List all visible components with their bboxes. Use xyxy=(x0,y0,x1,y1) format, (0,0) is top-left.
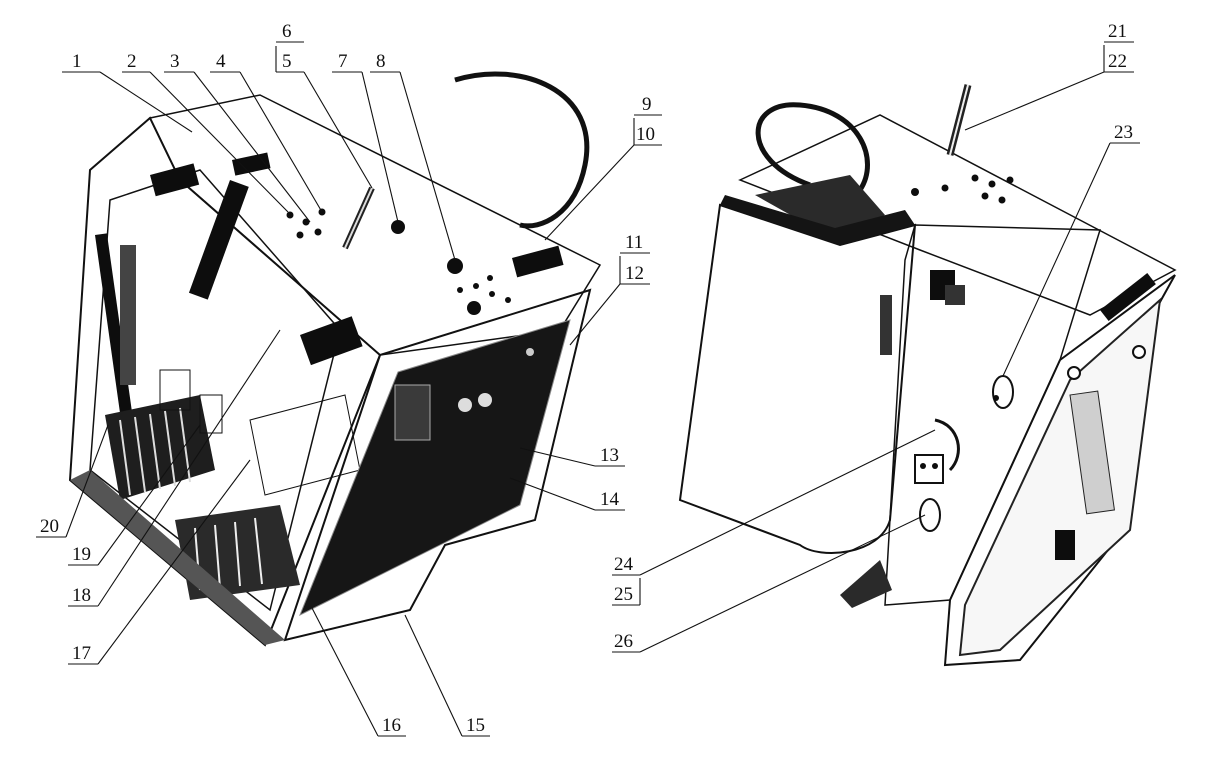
right-chassis-panel xyxy=(884,224,1102,606)
frame-bar-top xyxy=(150,163,200,197)
callout-22: 22 xyxy=(1108,51,1127,72)
callout-11: 11 xyxy=(625,232,643,253)
component-cylinder-a xyxy=(159,369,191,411)
port-24 xyxy=(934,418,960,472)
frame-bar-mid xyxy=(188,179,249,300)
front-led xyxy=(526,348,534,356)
heatsink-block xyxy=(105,395,215,500)
callout-2: 2 xyxy=(127,51,137,72)
port-26 xyxy=(919,498,941,532)
component-cylinder-b xyxy=(199,394,223,434)
callout-1: 1 xyxy=(72,51,82,72)
callout-19: 19 xyxy=(72,544,91,565)
callout-21: 21 xyxy=(1108,21,1127,42)
callout-6: 6 xyxy=(282,21,292,42)
callout-26: 26 xyxy=(614,631,633,652)
deck-terminal-9 xyxy=(512,245,564,278)
callout-10: 10 xyxy=(636,124,655,145)
callout-17: 17 xyxy=(72,643,91,664)
deck-knob-7 xyxy=(391,220,405,234)
door-screw-b xyxy=(1132,345,1146,359)
callout-9: 9 xyxy=(642,94,652,115)
door-screw-a xyxy=(1067,366,1081,380)
loose-bracket xyxy=(840,560,892,608)
right-door-window xyxy=(958,297,1162,657)
deck-knob-13 xyxy=(467,301,481,315)
callout-18: 18 xyxy=(72,585,91,606)
front-panel-inner xyxy=(299,319,571,617)
callout-12: 12 xyxy=(625,263,644,284)
left-unit xyxy=(68,71,602,647)
callout-8: 8 xyxy=(376,51,386,72)
callout-labels: 1 2 3 4 5 6 7 8 9 10 11 12 13 14 15 16 1… xyxy=(40,21,1133,736)
callout-5: 5 xyxy=(282,51,292,72)
front-display-window xyxy=(394,384,431,441)
deck-pins-right xyxy=(911,174,1014,204)
chassis-block-b xyxy=(945,285,965,305)
door-bracket-top xyxy=(1100,273,1156,322)
deck-pins-left xyxy=(286,208,511,303)
callout-24: 24 xyxy=(614,554,634,575)
callout-7: 7 xyxy=(338,51,348,72)
port-23 xyxy=(992,375,1014,409)
callout-23: 23 xyxy=(1114,122,1133,143)
callout-4: 4 xyxy=(216,51,226,72)
callout-13: 13 xyxy=(600,445,619,466)
callout-20: 20 xyxy=(40,516,59,537)
right-door-frame xyxy=(943,274,1176,667)
callout-3: 3 xyxy=(170,51,180,72)
relay-block xyxy=(300,316,363,366)
leader-lines xyxy=(36,41,1140,737)
deck-knob-8 xyxy=(447,258,463,274)
terminal-strip-left xyxy=(120,245,136,385)
right-unit xyxy=(678,84,1177,667)
front-knob-a xyxy=(458,398,472,412)
callout-25: 25 xyxy=(614,584,633,605)
callout-16: 16 xyxy=(382,715,401,736)
door-terminal-strip xyxy=(1069,390,1115,515)
cylinder-housing xyxy=(678,203,917,554)
callout-15: 15 xyxy=(466,715,485,736)
front-knob-b xyxy=(478,393,492,407)
callout-14: 14 xyxy=(600,489,620,510)
door-component xyxy=(1055,530,1075,560)
housing-latch xyxy=(880,295,892,355)
connector-plug xyxy=(914,454,944,484)
